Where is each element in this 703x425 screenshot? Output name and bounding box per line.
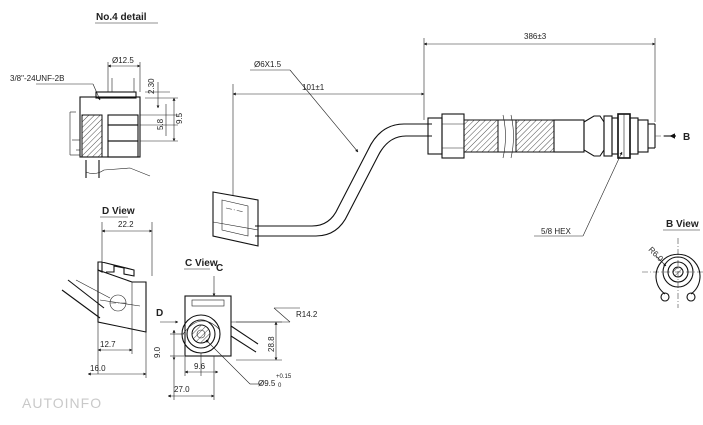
dim-r142: R14.2 bbox=[296, 310, 318, 319]
tube-dia: Ø6X1.5 bbox=[254, 60, 282, 69]
dim-127: 12.7 bbox=[100, 340, 116, 349]
offset-length: 101±1 bbox=[302, 83, 325, 92]
dim-160: 16.0 bbox=[90, 364, 106, 373]
detail-no4: No.4 detail 3/8"-24UNF-2B Ø12.5 2.30 bbox=[10, 12, 184, 178]
dim-58: 5.8 bbox=[156, 118, 165, 130]
dim-288: 28.8 bbox=[267, 336, 276, 352]
c-view-title: C View bbox=[185, 258, 218, 269]
d-mark: D bbox=[156, 308, 163, 319]
hose-section bbox=[463, 119, 499, 153]
d-view: D View 22.2 12.7 16.0 bbox=[61, 206, 153, 378]
dim-96: 9.6 bbox=[194, 362, 206, 371]
b-view: B View R6.0 bbox=[642, 219, 703, 308]
dia-125: Ø12.5 bbox=[112, 56, 134, 65]
dim-dia95-tol: +0.15 bbox=[276, 374, 292, 380]
d-view-title: D View bbox=[102, 206, 135, 217]
b-view-hex-outline bbox=[655, 253, 701, 295]
dim-230: 2.30 bbox=[147, 78, 156, 94]
b-view-title: B View bbox=[666, 219, 699, 230]
overall-length: 386±3 bbox=[524, 32, 547, 41]
thread-spec: 3/8"-24UNF-2B bbox=[10, 74, 64, 83]
dim-90: 9.0 bbox=[153, 346, 162, 358]
dim-dia95: Ø9.5 bbox=[258, 379, 276, 388]
section-hatch bbox=[81, 114, 103, 158]
detail-title: No.4 detail bbox=[96, 12, 147, 23]
dim-95: 9.5 bbox=[175, 112, 184, 124]
watermark: AUTOINFO bbox=[22, 395, 102, 411]
d-view-body bbox=[97, 269, 147, 333]
dim-222: 22.2 bbox=[118, 220, 134, 229]
arrow-b-label: B bbox=[683, 132, 690, 143]
main-assembly: 386±3 101±1 Ø6X1.5 bbox=[212, 32, 690, 247]
c-mark: C bbox=[216, 263, 223, 274]
dim-270: 27.0 bbox=[174, 385, 190, 394]
c-view: C View C D R14.2 28.8 9.0 bbox=[153, 258, 318, 400]
end-fitting-block bbox=[212, 191, 259, 247]
steel-tube bbox=[255, 123, 432, 227]
hex-label: 5/8 HEX bbox=[541, 227, 571, 236]
dim-dia95-tol-low: 0 bbox=[278, 383, 282, 389]
